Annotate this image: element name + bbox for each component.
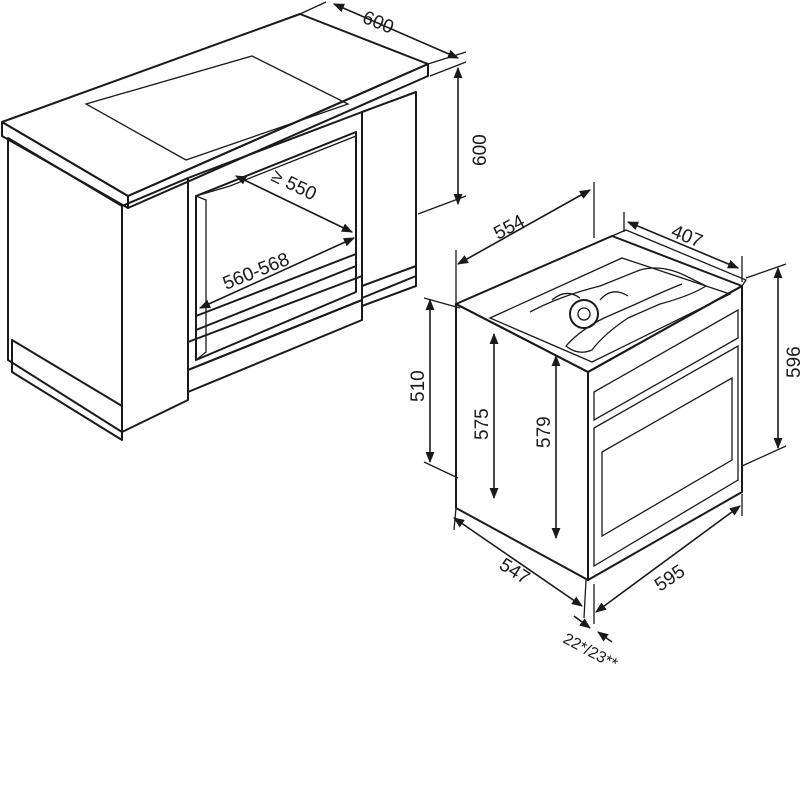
body-depth-ext2 — [583, 579, 587, 619]
oven-door-frame — [593, 344, 739, 568]
oven-top — [455, 235, 743, 373]
oven-control-strip — [593, 308, 739, 422]
oven-side — [455, 303, 589, 581]
body-depth-dimline — [453, 517, 583, 607]
inner-width-dimline — [198, 237, 356, 309]
inner-width-label: 560-568 — [220, 249, 293, 295]
total-height-label: 596 — [784, 346, 800, 378]
heating-element — [529, 267, 708, 353]
left-cabinet-side — [121, 177, 189, 433]
cabinet-height-ext2 — [417, 195, 467, 215]
front-offset-label: 22*/23** — [560, 631, 620, 674]
cabinet-depth-dimline — [332, 3, 460, 59]
side-height-ext1 — [423, 297, 461, 309]
hob — [84, 55, 350, 161]
niche-inner-left — [195, 195, 207, 362]
niche-plinth — [187, 299, 363, 393]
right-cabinet-plinth — [361, 265, 417, 307]
oven-rear-lip — [610, 229, 747, 287]
cabinet-height-label: 600 — [470, 134, 491, 166]
inner-depth-label: ≥ 550 — [268, 166, 320, 206]
top-width-label: 407 — [668, 221, 705, 252]
oven-front — [587, 285, 743, 581]
cabinet-height-ext1 — [429, 61, 467, 77]
oven-top-plate — [488, 257, 732, 363]
oven-door-glass — [601, 376, 733, 538]
side-height-ext2 — [423, 461, 459, 479]
cabinet-depth-ext2 — [427, 51, 467, 65]
front-offset-dimline — [573, 615, 591, 629]
width-dimline — [595, 505, 741, 613]
side-height-label: 510 — [408, 370, 429, 402]
body-depth-ext1 — [453, 507, 457, 531]
right-cabinet-front — [361, 91, 417, 299]
body-height-label: 575 — [472, 408, 493, 440]
top-depth-dimline — [457, 189, 591, 265]
cabinet-depth-label: 600 — [359, 7, 396, 38]
top-width-dimline — [626, 221, 740, 269]
cabinet-depth-ext1 — [299, 1, 327, 15]
body-depth-label: 547 — [495, 554, 533, 589]
total-height-ext2 — [741, 445, 787, 467]
fan-hub-center — [577, 307, 591, 321]
countertop-front-edge — [1, 121, 129, 209]
fan-hub — [569, 299, 599, 329]
total-height-ext1 — [745, 263, 787, 279]
front-offset-dimline-2 — [597, 631, 613, 643]
width-label: 595 — [651, 561, 689, 596]
niche-inner-top — [195, 131, 357, 197]
element-loop — [551, 291, 629, 301]
top-depth-label: 554 — [490, 211, 528, 245]
left-cabinet-plinth — [11, 339, 123, 441]
inner-height-label: 579 — [534, 416, 555, 448]
oven-illustration: 554 407 596 510 575 579 547 595 — [408, 182, 800, 673]
inner-depth-dimline — [234, 175, 354, 233]
